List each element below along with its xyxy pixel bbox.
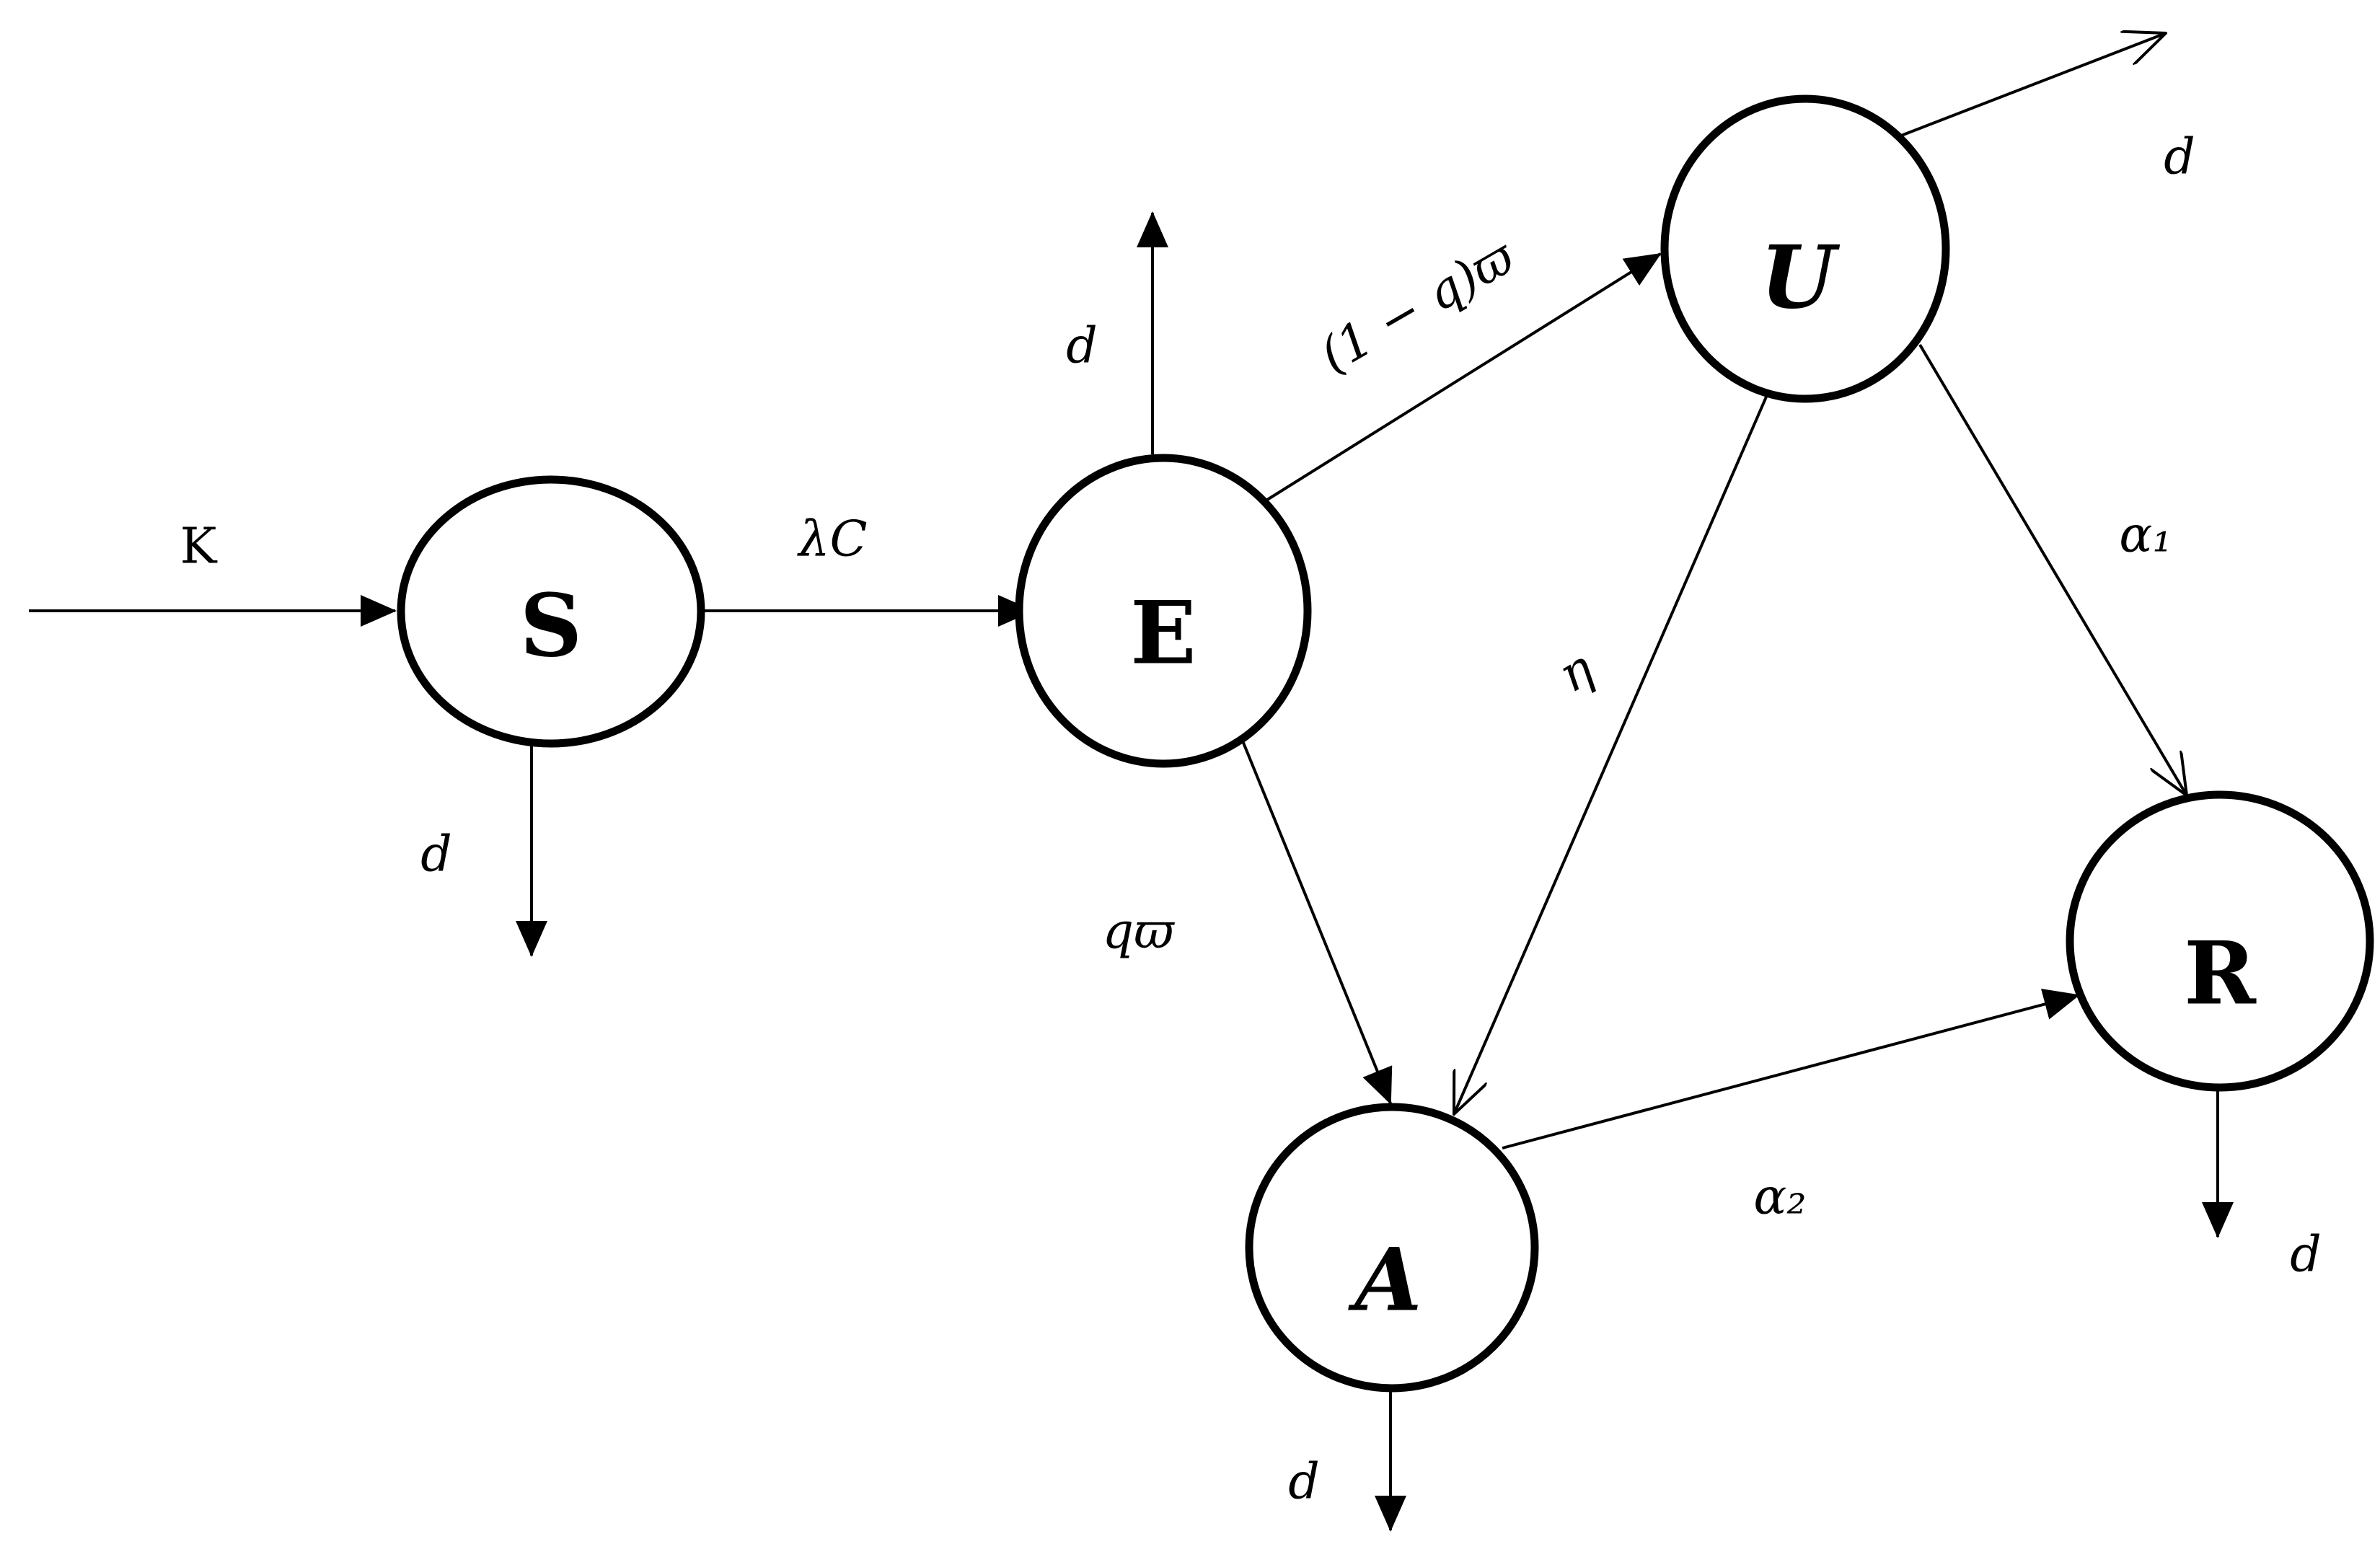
rate-label-death-r: d: [2290, 1227, 2322, 1284]
edge-e-to-a: [1240, 738, 1393, 1105]
rate-label-recruitment: K: [180, 519, 218, 575]
node-s-label: S: [520, 575, 583, 677]
rate-label-death-e: d: [1066, 318, 1098, 375]
rate-label-death-a: d: [1288, 1454, 1320, 1511]
edge-e-to-u: [1266, 252, 1662, 501]
rate-label-force-of-infection: λC: [796, 511, 867, 568]
node-e: E: [1015, 454, 1312, 768]
edge-u-to-a: [1454, 394, 1768, 1114]
rate-label-alpha2: α₂: [1753, 1169, 1806, 1226]
rate-label-alpha1: α₁: [2119, 507, 2172, 564]
node-u: U: [1660, 94, 1950, 403]
node-s: S: [397, 475, 705, 748]
rate-label-eta: η: [1549, 640, 1603, 704]
node-a-label: A: [1347, 1230, 1422, 1331]
node-r: R: [2066, 790, 2374, 1092]
edge-a-to-r: [1502, 989, 2080, 1150]
rate-label-symptomatic-progression: (1 − q)ϖ: [1310, 228, 1525, 384]
edge-u-death: [1900, 33, 2166, 137]
edge-u-to-r: [1918, 343, 2187, 795]
node-e-label: E: [1130, 583, 1196, 684]
rate-label-asymptomatic-progression: qϖ: [1103, 904, 1176, 961]
node-u-label: U: [1760, 227, 1841, 329]
rate-label-death-s: d: [420, 826, 452, 883]
node-r-label: R: [2184, 923, 2257, 1025]
node-a: A: [1245, 1103, 1539, 1393]
rate-label-death-u: d: [2164, 129, 2195, 186]
